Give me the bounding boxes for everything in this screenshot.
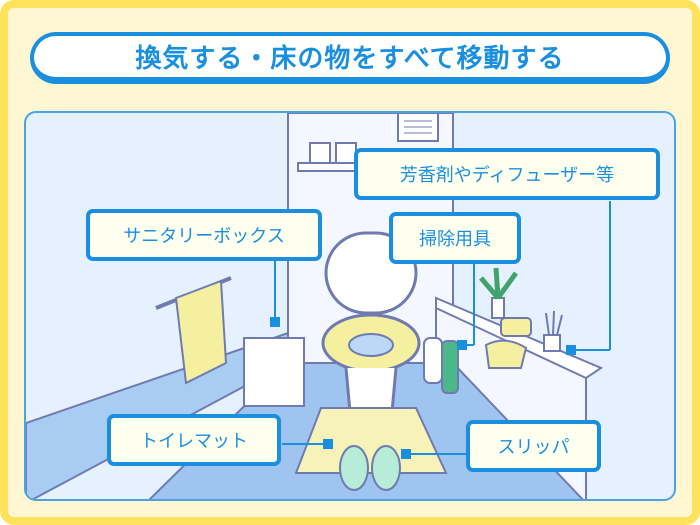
label-cleaning-tools: 掃除用具 xyxy=(389,212,521,264)
cleaner-bottle xyxy=(441,340,459,394)
toilet-brush-holder xyxy=(423,337,443,384)
clock xyxy=(500,317,532,337)
label-sanitary-box: サニタリーボックス xyxy=(86,209,322,261)
diffuser xyxy=(543,334,561,352)
toilet-paper xyxy=(309,142,331,164)
plant xyxy=(479,267,519,300)
plant-pot xyxy=(491,297,505,319)
sanitary-box xyxy=(243,337,305,407)
towel xyxy=(174,279,228,385)
slipper xyxy=(339,445,369,491)
slipper xyxy=(371,445,401,491)
callout-lines xyxy=(270,201,611,459)
toilet-paper xyxy=(335,142,357,164)
page-title: 換気する・床の物をすべて移動する xyxy=(30,32,670,84)
label-toilet-mat: トイレマット xyxy=(107,414,281,466)
label-slippers: スリッパ xyxy=(466,420,601,472)
basket xyxy=(484,339,528,369)
label-fragrance: 芳香剤やディフューザー等 xyxy=(354,148,660,200)
